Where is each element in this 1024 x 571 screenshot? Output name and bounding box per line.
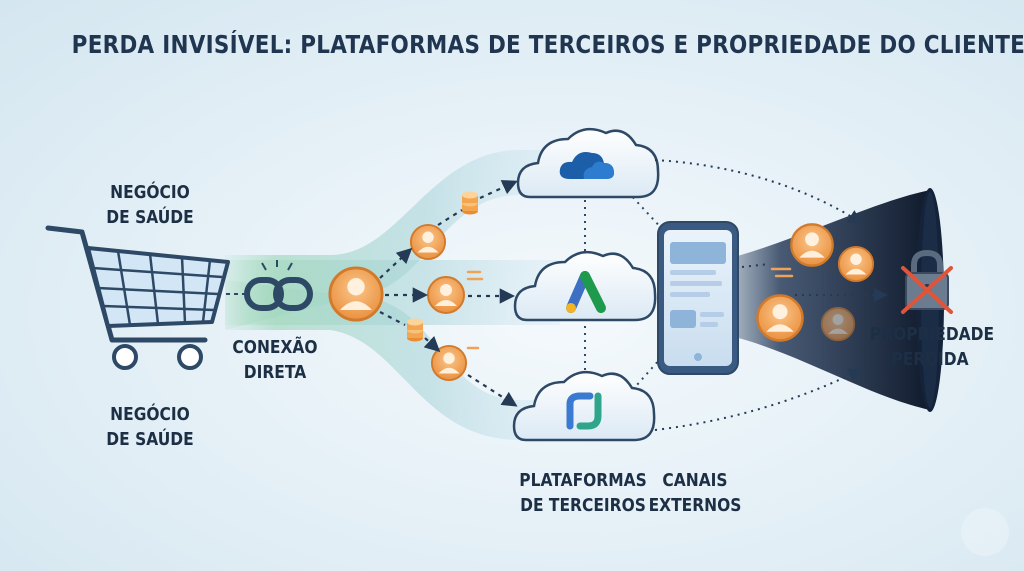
smartphone-icon	[657, 221, 739, 375]
cloud-icon	[512, 370, 656, 442]
person-icon	[328, 266, 384, 322]
onedrive-logo-icon	[559, 152, 614, 179]
platforms-label: PLATAFORMAS DE TERCEIROS	[519, 470, 647, 516]
flow-arrows	[379, 180, 518, 407]
person-icon	[790, 223, 834, 267]
platform-logo-icon	[566, 392, 602, 430]
lost-property-label: PROPRIEDADE PERDIDA	[869, 324, 995, 370]
business-label-top: NEGÓCIO DE SAÚDE	[106, 182, 194, 228]
page-title: PERDA INVISÍVEL: PLATAFORMAS DE TERCEIRO…	[71, 30, 1024, 59]
cross-icon	[901, 266, 953, 314]
person-icon	[837, 245, 875, 283]
person-icon	[756, 294, 804, 342]
coin-stack-icon	[407, 318, 423, 342]
cloud-icon	[513, 250, 657, 322]
broken-chain-icon	[226, 260, 313, 311]
person-icon	[409, 223, 447, 261]
cloud-icon	[516, 127, 660, 199]
connection-label: CONEXÃO DIRETA	[232, 337, 318, 383]
value-dashes	[770, 267, 794, 278]
value-dashes	[466, 270, 484, 350]
corner-badge	[961, 508, 1009, 556]
person-icon	[430, 344, 468, 382]
person-icon	[820, 306, 856, 342]
coin-stack-icon	[462, 191, 478, 215]
channels-label: CANAIS EXTERNOS	[648, 470, 742, 516]
ads-logo-icon	[566, 271, 606, 313]
loss-arrows	[654, 159, 888, 431]
shopping-cart-icon	[45, 225, 230, 370]
business-label-bottom: NEGÓCIO DE SAÚDE	[106, 404, 194, 450]
person-icon	[427, 276, 465, 314]
